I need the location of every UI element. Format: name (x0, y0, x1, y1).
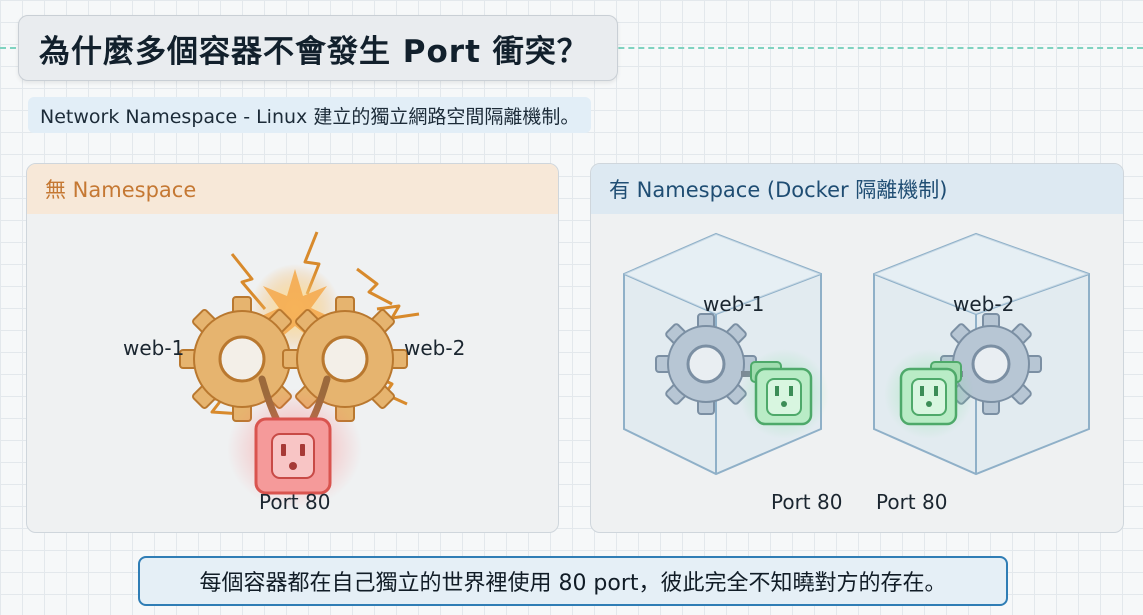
power-outlet-icon-box2 (899, 361, 962, 426)
conflict-illustration (179, 231, 420, 509)
no-namespace-heading: 無 Namespace (27, 164, 558, 214)
power-outlet-icon-box1 (750, 361, 813, 426)
box1-web1-label: web-1 (703, 292, 765, 316)
web2-label: web-2 (404, 336, 466, 360)
subtitle-banner: Network Namespace - Linux 建立的獨立網路空間隔離機制。 (28, 97, 592, 133)
power-outlet-icon (254, 417, 332, 495)
web1-label: web-1 (123, 336, 185, 360)
namespace-heading: 有 Namespace (Docker 隔離機制) (591, 164, 1123, 214)
footer-text: 每個容器都在自己獨立的世界裡使用 80 port，彼此完全不知曉對方的存在。 (199, 571, 947, 596)
box2-port-label: Port 80 (876, 490, 948, 514)
page-title-text: 為什麼多個容器不會發生 Port 衝突？ (39, 33, 589, 70)
port-80-label: Port 80 (259, 490, 331, 514)
footer-banner: 每個容器都在自己獨立的世界裡使用 80 port，彼此完全不知曉對方的存在。 (138, 556, 1008, 606)
subtitle-text: Network Namespace - Linux 建立的獨立網路空間隔離機制。 (40, 105, 580, 128)
box2-web2-label: web-2 (953, 292, 1015, 316)
no-namespace-panel: 無 Namespace (26, 163, 559, 533)
namespace-panel: 有 Namespace (Docker 隔離機制) (590, 163, 1124, 533)
box1-port-label: Port 80 (771, 490, 843, 514)
isolation-illustration (623, 232, 1090, 476)
page-title: 為什麼多個容器不會發生 Port 衝突？ (18, 15, 618, 81)
